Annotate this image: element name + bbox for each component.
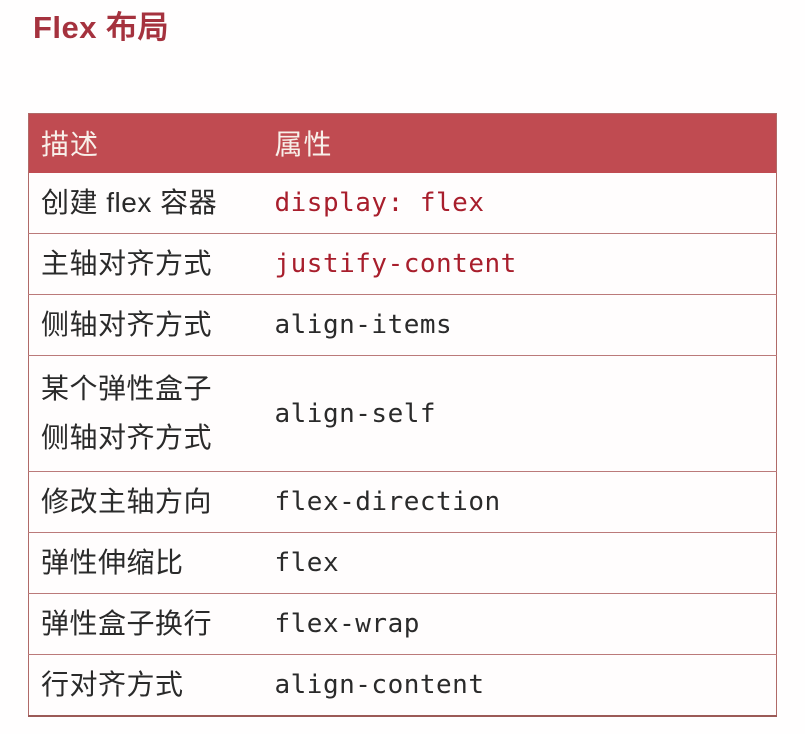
cell-property-code: align-items (274, 310, 453, 340)
cell-description: 弹性盒子换行 (41, 607, 213, 639)
cell-description: 修改主轴方向 (41, 485, 213, 517)
column-header-property: 属性 (262, 113, 777, 173)
cell-property-code: flex-wrap (274, 609, 420, 639)
cell-description: 侧轴对齐方式 (41, 308, 213, 340)
table-header-row: 描述 属性 (28, 113, 777, 173)
cell-property-code: align-content (274, 669, 485, 700)
cell-property-code: display: flex (274, 187, 485, 218)
cell-property-code: align-self (274, 398, 437, 429)
cell-description: 行对齐方式 (41, 668, 184, 700)
cell-description: 弹性伸缩比 (41, 546, 184, 578)
column-header-description: 描述 (28, 113, 263, 173)
cell-property-code: flex (274, 548, 340, 578)
cell-property-code: flex-direction (274, 487, 501, 517)
flex-properties-table: 描述 属性 创建 flex 容器 display: flex 主轴对齐方式 ju… (28, 113, 777, 717)
table-row: 弹性伸缩比 flex (28, 533, 777, 594)
cell-description: 某个弹性盒子 侧轴对齐方式 (41, 373, 213, 453)
table-row: 弹性盒子换行 flex-wrap (28, 594, 777, 655)
page-title: Flex 布局 (33, 10, 170, 45)
cell-description: 主轴对齐方式 (41, 247, 213, 279)
table-row: 主轴对齐方式 justify-content (28, 234, 777, 295)
cell-description: 创建 flex 容器 (41, 186, 218, 218)
table-row: 某个弹性盒子 侧轴对齐方式 align-self (28, 356, 777, 472)
cell-property-code: justify-content (274, 249, 517, 279)
table-row: 行对齐方式 align-content (28, 655, 777, 716)
table-row: 侧轴对齐方式 align-items (28, 295, 777, 356)
table-row: 修改主轴方向 flex-direction (28, 472, 777, 533)
table-row: 创建 flex 容器 display: flex (28, 173, 777, 234)
